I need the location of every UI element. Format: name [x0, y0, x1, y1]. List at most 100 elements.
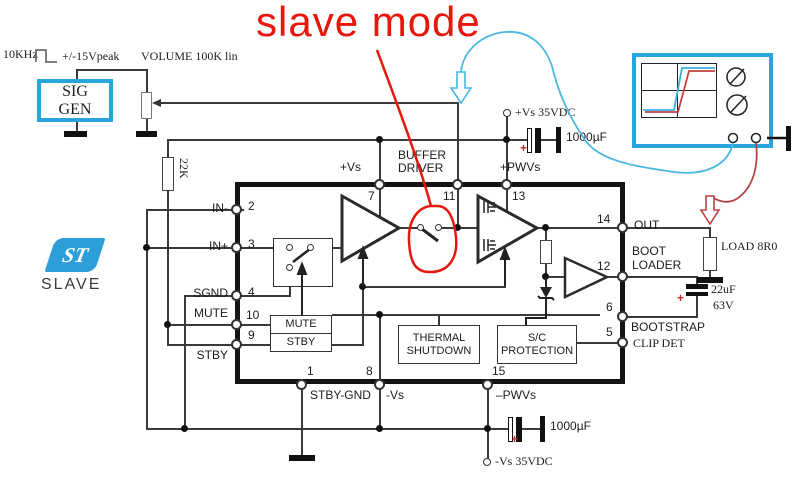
junction: [484, 425, 491, 432]
bootstrap-cap-plate: [686, 292, 708, 296]
wire-segment: [76, 69, 78, 80]
pos-supply-terminal: [503, 109, 511, 117]
sc-line1: S/C: [527, 331, 547, 344]
pos-supply-label: +Vs 35VDC: [515, 105, 576, 119]
stby-block-label: STBY: [286, 336, 316, 348]
ground-symbol: [64, 131, 87, 137]
pin-12: [617, 271, 628, 282]
cap-polarity-plus: +: [520, 141, 528, 155]
pin-5: [617, 337, 628, 348]
wire-segment: [332, 344, 364, 346]
wire-segment: [709, 270, 711, 278]
sig-gen-line2: GEN: [58, 100, 92, 118]
pin-10: [231, 319, 242, 330]
junction: [376, 425, 383, 432]
wire-pin1-gnd: [301, 382, 303, 456]
wire-segment: [76, 69, 148, 71]
junction: [454, 224, 461, 231]
wire-signal-to-pin11: [158, 102, 458, 104]
ground-symbol: [697, 277, 723, 283]
switch-contact: [286, 244, 293, 251]
wire-bootstrap: [625, 316, 698, 318]
junction: [164, 321, 171, 328]
slave-mode-annotation: slave mode: [256, 0, 481, 45]
wire-pin15: [487, 382, 489, 459]
pin3-label: IN+: [208, 239, 228, 253]
amplitude-label: +/-15Vpeak: [62, 49, 120, 63]
wire-segment: [146, 118, 148, 132]
pin-3: [231, 242, 242, 253]
ground-bar: [556, 127, 561, 153]
wire-input-gnd-bus: [146, 209, 148, 430]
switch-contact: [286, 264, 293, 271]
pin12-label2: LOADER: [632, 258, 682, 272]
sc-line2: PROTECTION: [500, 344, 574, 357]
ground-symbol: [136, 131, 157, 137]
wire-segment: [545, 228, 547, 241]
pin13-label: +PWVs: [500, 160, 541, 174]
pin2-label: IN-: [212, 201, 228, 215]
junction: [376, 311, 383, 318]
frequency-label: 10KHz: [3, 47, 38, 61]
wire-segment: [546, 276, 566, 278]
wire-segment: [522, 428, 540, 430]
junction: [181, 425, 188, 432]
wire-control-line: [362, 286, 506, 288]
load-resistor: [703, 237, 717, 271]
pin11-num: 11: [443, 189, 456, 203]
wire-pos-rail: [167, 139, 508, 141]
ground-symbol: [289, 455, 315, 461]
resistor-22k-label: 22K: [177, 158, 191, 179]
sc-protection-block: S/C PROTECTION: [497, 325, 577, 364]
wire-segment: [541, 139, 556, 141]
pin12-label1: BOOT: [632, 244, 667, 258]
internal-resistor: [540, 240, 552, 264]
wire-in-plus: [146, 247, 244, 249]
bootstrap-cap-label: 22uF: [711, 282, 736, 296]
pin2-num: 2: [248, 199, 255, 213]
load-label: LOAD 8R0: [721, 239, 778, 253]
resistor-22k: [162, 157, 174, 191]
pin6-label: BOOTSTRAP: [631, 320, 706, 334]
pin-8: [374, 379, 385, 390]
thermal-line1: THERMAL: [412, 331, 466, 344]
neg-cap-label: 1000µF: [550, 419, 591, 433]
wire-stby: [167, 344, 271, 346]
volume-pot: [141, 92, 152, 119]
wire-bootloader: [607, 276, 697, 278]
input-mute-switch-box: [273, 238, 333, 287]
pin1-label: STBY-GND: [310, 388, 371, 402]
junction: [542, 273, 549, 280]
pin-4: [231, 290, 242, 301]
cap-polarity-plus: +: [677, 291, 685, 305]
mute-block: MUTE: [270, 315, 332, 334]
wire-sgnd: [184, 295, 186, 430]
pin4-num: 4: [248, 285, 255, 299]
pin5-label: CLIP DET: [633, 336, 685, 350]
pin-1: [296, 379, 307, 390]
pin8-num: 8: [366, 364, 373, 378]
thermal-line2: SHUTDOWN: [406, 344, 472, 357]
cap-plate-positive: [508, 417, 513, 442]
red-probe-arrow: [699, 195, 721, 226]
neg-supply-label: -Vs 35VDC: [495, 454, 553, 468]
thermal-shutdown-block: THERMAL SHUTDOWN: [398, 325, 480, 364]
ground-bar: [540, 416, 545, 442]
switch-contact: [307, 244, 314, 251]
pin10-label: MUTE: [194, 306, 228, 320]
pos-cap-label: 1000µF: [566, 130, 607, 144]
pin8-label: -Vs: [386, 388, 404, 402]
volume-label: VOLUME 100K lin: [141, 49, 238, 63]
pin-7: [374, 179, 385, 190]
wire-segment: [76, 121, 78, 132]
junction: [503, 136, 510, 143]
wire-segment: [146, 69, 148, 94]
wire-segment: [167, 139, 169, 159]
pin-13: [501, 179, 512, 190]
pin9-num: 9: [248, 328, 255, 342]
pin-14: [617, 222, 628, 233]
pin6-num: 6: [606, 300, 613, 314]
junction: [143, 244, 150, 251]
pin-15: [482, 379, 493, 390]
